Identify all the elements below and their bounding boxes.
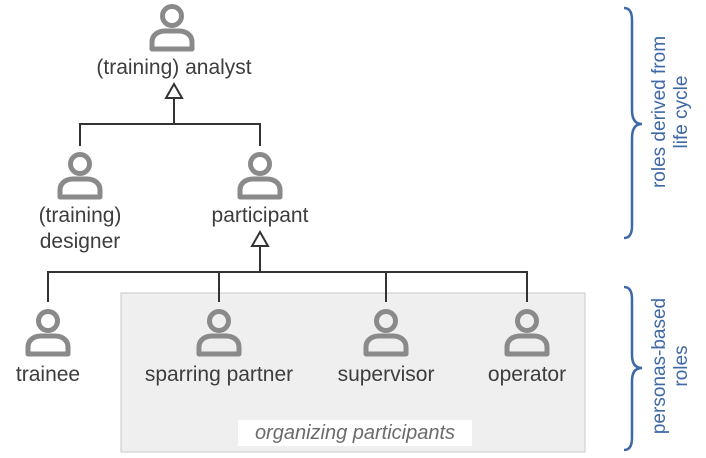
- person-icon: [60, 155, 100, 198]
- role-label-trainee: trainee: [15, 363, 81, 386]
- person-icon: [28, 312, 68, 355]
- role-label-designer-line1: (training): [38, 204, 122, 227]
- role-label-operator: operator: [487, 363, 567, 386]
- role-label-designer-line2: designer: [39, 230, 121, 253]
- bracket-label-lifecycle: roles derived from life cycle: [649, 36, 693, 188]
- bracket-label-personas-line1: personas-based: [649, 297, 670, 435]
- bracket-label-personas: personas-based roles: [649, 298, 693, 434]
- role-label-participant: participant: [211, 204, 309, 227]
- personas-bracket: [623, 285, 643, 452]
- role-label-sparring-partner: sparring partner: [144, 363, 294, 386]
- person-icon: [152, 7, 192, 50]
- generalization-arrow-analyst: [164, 81, 184, 99]
- bracket-label-personas-line2: roles: [671, 345, 692, 387]
- analyst-connector: [79, 98, 261, 146]
- participant-connector: [47, 246, 528, 302]
- group-label-organizing-participants: organizing participants: [238, 420, 472, 446]
- lifecycle-bracket: [623, 6, 643, 240]
- person-icon: [240, 155, 280, 198]
- role-label-supervisor: supervisor: [337, 363, 435, 386]
- generalization-arrow-participant: [250, 229, 270, 247]
- bracket-label-lifecycle-line1: roles derived from: [649, 35, 670, 189]
- role-label-analyst: (training) analyst: [96, 56, 252, 79]
- bracket-label-lifecycle-line2: life cycle: [671, 75, 692, 149]
